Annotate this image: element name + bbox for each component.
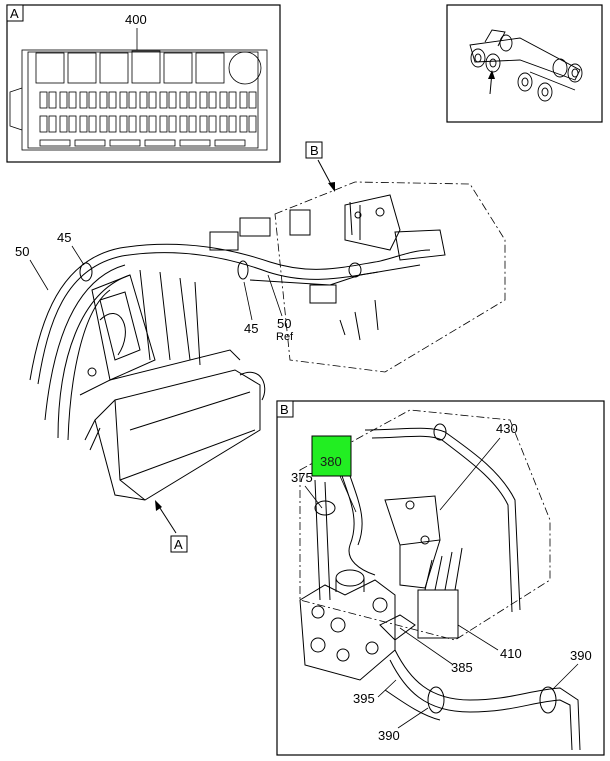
callout-385: 385 <box>451 660 473 675</box>
fuse-slot <box>219 91 228 109</box>
fuse-slot <box>199 91 208 109</box>
view-a-panel: A 400 <box>6 4 281 163</box>
fuse-slot <box>119 91 128 109</box>
fuse-slot <box>59 91 68 109</box>
highlight-box-380[interactable] <box>311 435 352 477</box>
fuse-slot <box>79 115 88 133</box>
fuse-slot <box>248 91 257 109</box>
fuse-slot <box>39 115 48 133</box>
fuse-slot <box>59 115 68 133</box>
main-harness-drawing <box>29 181 506 501</box>
callout-430: 430 <box>496 421 518 436</box>
fuse-slot <box>188 115 197 133</box>
callout-50-ref-number: 50 <box>277 316 291 331</box>
fuse-slot <box>39 91 48 109</box>
fuse-slot <box>88 91 97 109</box>
fuse-slot <box>188 91 197 109</box>
fuse-slot <box>99 91 108 109</box>
fuse-slot <box>168 115 177 133</box>
fuse-slot <box>68 115 77 133</box>
fuse-slot <box>199 115 208 133</box>
callout-390-bottom: 390 <box>378 728 400 743</box>
view-a-tag: A <box>10 6 19 21</box>
callout-45-bottom: 45 <box>244 321 258 336</box>
callout-400: 400 <box>125 12 147 27</box>
callout-tag-b: B <box>310 143 319 158</box>
fuse-slot <box>139 91 148 109</box>
chassis-drawing <box>469 29 583 102</box>
fuse-slot <box>159 115 168 133</box>
view-b-detail: B <box>276 400 605 756</box>
fuse-slot <box>228 91 237 109</box>
fuse-slot <box>108 91 117 109</box>
callout-410: 410 <box>500 646 522 661</box>
callout-380[interactable]: 380 <box>320 454 342 469</box>
fuse-slot <box>139 115 148 133</box>
fuse-slot <box>128 91 137 109</box>
fuse-slot <box>48 91 57 109</box>
callout-50: 50 <box>15 244 29 259</box>
fuse-slot <box>148 115 157 133</box>
fuse-slot <box>248 115 257 133</box>
fuse-slot <box>148 91 157 109</box>
fuse-slot <box>239 91 248 109</box>
fuse-slot <box>208 91 217 109</box>
locator-inset <box>446 4 603 123</box>
callout-395: 395 <box>353 691 375 706</box>
main-callouts: B A 50 45 45 50 Ref <box>15 141 335 553</box>
fuse-slot <box>48 115 57 133</box>
view-b-tag: B <box>280 402 289 417</box>
fuse-slot <box>179 91 188 109</box>
fuse-slot <box>239 115 248 133</box>
fuse-slot <box>108 115 117 133</box>
fuse-slot <box>119 115 128 133</box>
fuse-slot <box>88 115 97 133</box>
fuse-slot <box>228 115 237 133</box>
fuse-slot <box>219 115 228 133</box>
fuse-slot <box>128 115 137 133</box>
fuse-slot <box>99 115 108 133</box>
callout-390-right: 390 <box>570 648 592 663</box>
callout-tag-a: A <box>174 537 183 552</box>
callout-50-ref-word: Ref <box>276 331 294 343</box>
fuse-block-drawing <box>9 49 268 151</box>
fuse-slot <box>179 115 188 133</box>
callout-375: 375 <box>291 470 313 485</box>
fuse-slot <box>79 91 88 109</box>
callout-45-top: 45 <box>57 230 71 245</box>
fuse-slot <box>68 91 77 109</box>
fuse-slot <box>208 115 217 133</box>
fuse-slot <box>159 91 168 109</box>
location-arrow <box>488 70 495 95</box>
fuse-slot <box>168 91 177 109</box>
